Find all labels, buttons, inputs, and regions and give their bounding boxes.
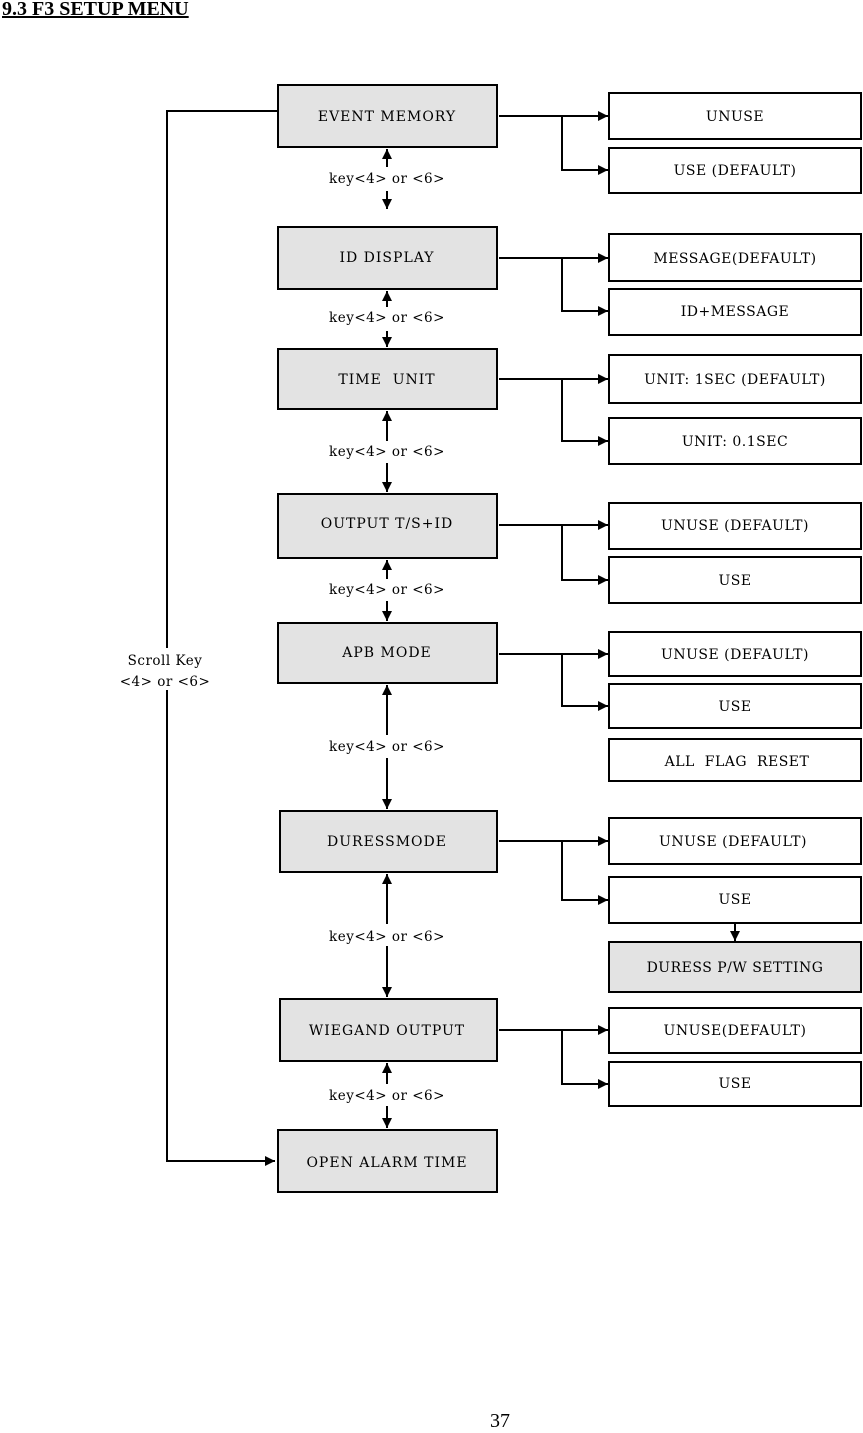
scroll-key-loop: Scroll Key <4> or <6> [120, 110, 277, 1166]
menu-label: OPEN ALARM TIME [306, 1155, 467, 1171]
menu-label: TIME UNIT [338, 372, 435, 388]
menu-open-alarm-time: OPEN ALARM TIME [277, 1129, 498, 1193]
option-label: DURESS P/W SETTING [647, 960, 824, 976]
option-apb-use: USE [608, 683, 862, 729]
option-apb-all-flag-reset: ALL FLAG RESET [608, 738, 862, 782]
option-label: ID+MESSAGE [681, 304, 790, 320]
option-label: UNUSE (DEFAULT) [659, 834, 807, 850]
option-apb-unuse-default: UNUSE (DEFAULT) [608, 631, 862, 677]
option-label: UNUSE(DEFAULT) [664, 1023, 807, 1039]
key-label: key<4> or <6> [329, 1088, 445, 1104]
menu-label: APB MODE [341, 645, 432, 661]
page-number: 37 [490, 1410, 510, 1432]
branch-connectors [499, 111, 740, 1089]
menu-output-ts-id: OUTPUT T/S+ID [277, 493, 498, 559]
option-id-display-id-message: ID+MESSAGE [608, 288, 862, 336]
menu-event-memory: EVENT MEMORY [277, 84, 498, 148]
menu-duress-mode: DURESSMODE [279, 810, 498, 873]
option-wiegand-unuse-default: UNUSE(DEFAULT) [608, 1007, 862, 1054]
option-id-display-message-default: MESSAGE(DEFAULT) [608, 233, 862, 282]
key-arrow-5: key<4> or <6> [329, 685, 445, 809]
option-event-memory-unuse: UNUSE [608, 92, 862, 140]
option-label: USE [718, 699, 751, 715]
key-label: key<4> or <6> [329, 310, 445, 326]
option-duress-unuse-default: UNUSE (DEFAULT) [608, 817, 862, 865]
menu-label: OUTPUT T/S+ID [321, 516, 454, 532]
menu-apb-mode: APB MODE [277, 622, 498, 684]
menu-id-display: ID DISPLAY [277, 226, 498, 290]
key-arrow-1: key<4> or <6> [329, 149, 445, 209]
scroll-key-label-line2: <4> or <6> [120, 674, 211, 690]
scroll-key-label-line1: Scroll Key [128, 653, 203, 669]
key-arrow-4: key<4> or <6> [329, 560, 445, 621]
menu-label: WIEGAND OUTPUT [309, 1023, 465, 1039]
menu-label: ID DISPLAY [339, 250, 434, 266]
menu-time-unit: TIME UNIT [277, 348, 498, 410]
menu-wiegand-output: WIEGAND OUTPUT [279, 998, 498, 1062]
key-arrow-7: key<4> or <6> [329, 1063, 445, 1128]
page-heading: 9.3 F3 SETUP MENU [2, 0, 189, 20]
key-arrow-6: key<4> or <6> [329, 874, 445, 997]
key-label: key<4> or <6> [329, 739, 445, 755]
option-label: UNUSE (DEFAULT) [661, 518, 809, 534]
option-output-unuse-default: UNUSE (DEFAULT) [608, 502, 862, 550]
option-label: ALL FLAG RESET [664, 754, 810, 770]
key-label: key<4> or <6> [329, 171, 445, 187]
key-label: key<4> or <6> [329, 582, 445, 598]
option-duress-pw-setting: DURESS P/W SETTING [608, 941, 862, 993]
option-event-memory-use-default: USE (DEFAULT) [608, 147, 862, 194]
option-label: UNUSE (DEFAULT) [661, 647, 809, 663]
option-duress-use: USE [608, 876, 862, 924]
option-output-use: USE [608, 556, 862, 604]
key-arrow-2: key<4> or <6> [329, 291, 445, 347]
option-label: USE (DEFAULT) [674, 163, 797, 179]
option-label: UNIT: 0.1SEC [682, 434, 788, 450]
option-label: MESSAGE(DEFAULT) [653, 251, 816, 267]
option-label: USE [718, 573, 751, 589]
option-wiegand-use: USE [608, 1061, 862, 1107]
key-label: key<4> or <6> [329, 929, 445, 945]
option-time-unit-1sec-default: UNIT: 1SEC (DEFAULT) [608, 354, 862, 404]
option-label: UNUSE [706, 109, 764, 125]
key-label: key<4> or <6> [329, 444, 445, 460]
option-label: USE [718, 1076, 751, 1092]
key-arrow-3: key<4> or <6> [329, 411, 445, 492]
option-label: USE [718, 892, 751, 908]
menu-label: EVENT MEMORY [318, 109, 456, 125]
option-label: UNIT: 1SEC (DEFAULT) [644, 372, 826, 388]
option-time-unit-0-1sec: UNIT: 0.1SEC [608, 417, 862, 465]
menu-label: DURESSMODE [327, 834, 447, 850]
